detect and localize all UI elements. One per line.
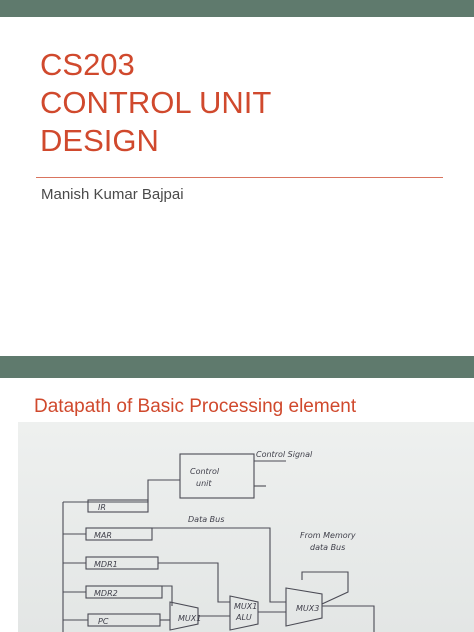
title-line-3: DESIGN <box>40 123 159 158</box>
register-bus-connectors <box>63 533 88 621</box>
mux1-shape <box>169 601 199 631</box>
label-register-ir: IR <box>98 503 106 512</box>
label-register-mar: MAR <box>94 531 112 540</box>
register-ir-box <box>87 499 149 513</box>
label-control-signal: Control Signal <box>256 450 313 459</box>
label-register-pc: PC <box>98 617 109 626</box>
mux-alu-shape <box>229 595 259 631</box>
top-band <box>0 0 474 17</box>
title-line-1: CS203 <box>40 47 135 82</box>
label-data-bus: Data Bus <box>188 515 224 524</box>
mux3-output-line <box>322 605 375 632</box>
diagram-labels: Control Signal Control unit Data Bus Fro… <box>94 450 356 626</box>
label-register-mdr1: MDR1 <box>94 560 118 569</box>
slide-separator-band <box>0 356 474 378</box>
mux-chain-lines <box>198 611 286 617</box>
label-control-unit-line2: unit <box>196 479 212 488</box>
datapath-sketch-photo: Control Signal Control unit Data Bus Fro… <box>18 422 474 632</box>
mdr2-to-mux-line <box>162 585 173 606</box>
label-mux1: MUX1 <box>178 614 201 623</box>
title-line-2: CONTROL UNIT <box>40 85 272 120</box>
label-from-memory-line1: From Memory <box>300 531 356 540</box>
label-mux-alu-line2: ALU <box>235 613 252 622</box>
memory-bus-line <box>301 571 349 605</box>
mux3-shape <box>285 587 323 627</box>
title-slide: CS203 CONTROL UNIT DESIGN Manish Kumar B… <box>0 0 474 203</box>
datapath-slide-title: Datapath of Basic Processing element <box>34 396 357 417</box>
label-mux3: MUX3 <box>296 604 319 613</box>
slide-title: CS203 CONTROL UNIT DESIGN <box>40 46 271 160</box>
label-control-unit-line1: Control <box>190 467 220 476</box>
title-divider <box>36 177 443 178</box>
control-unit-box <box>179 453 255 499</box>
ir-to-control-line <box>63 479 180 503</box>
label-register-mdr2: MDR2 <box>94 589 118 598</box>
author-name: Manish Kumar Bajpai <box>41 186 184 203</box>
label-from-memory-line2: data Bus <box>310 543 345 552</box>
data-bus-line <box>152 527 286 603</box>
mdr1-to-mux-line <box>158 562 230 603</box>
datapath-slide: Datapath of Basic Processing element <box>0 378 474 632</box>
datapath-diagram: Control Signal Control unit Data Bus Fro… <box>62 450 375 632</box>
label-mux-alu-line1: MUX1 <box>234 602 257 611</box>
sketch-lines <box>62 453 375 632</box>
